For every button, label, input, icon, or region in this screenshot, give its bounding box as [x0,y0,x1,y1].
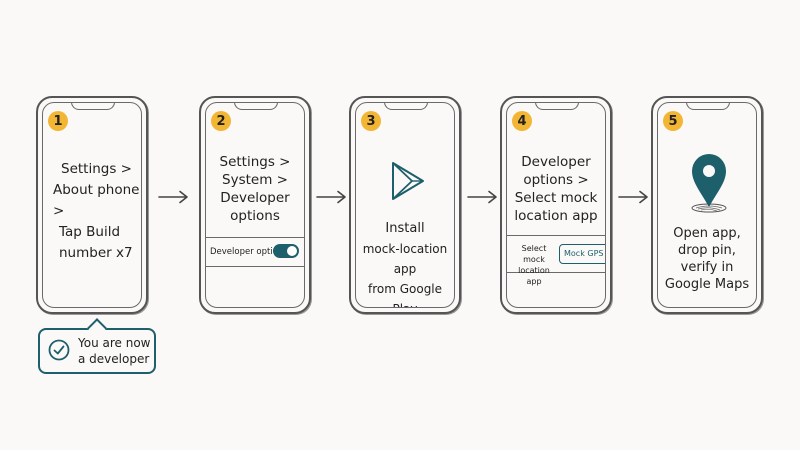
phone-notch [234,103,278,110]
step-line: Developer [220,190,290,206]
map-pin-icon [691,154,727,213]
step-line: Developer [521,154,591,170]
step-line: Settings > [61,161,132,177]
step-badge: 1 [48,111,68,131]
phone-step-5: 5 Open app, drop pin, verify in Google M… [651,96,763,314]
arrow-right-icon [316,190,346,204]
phone-screen: 5 Open app, drop pin, verify in Google M… [657,102,757,308]
arrow-right-icon [467,190,497,204]
mock-location-select[interactable]: Mock GPS [559,244,605,264]
step-text: Settings > About phone > Tap Build numbe… [53,159,141,264]
step-line: number x7 [59,245,133,261]
step-line: Select mock [514,190,598,206]
step-line: drop pin, [678,243,736,258]
step-badge: 2 [211,111,231,131]
step-line: Google Maps [664,277,750,292]
phone-notch [384,103,428,110]
step-text: Settings > System > Developer options [210,153,300,225]
developer-options-row: Developer options [206,237,304,267]
phone-screen: 4 Developer options > Select mock locati… [506,102,606,308]
arrow-right-icon [618,190,648,204]
step-line: Open app, [673,226,741,241]
step-line: mock-location app [362,242,448,276]
play-store-icon [392,162,424,200]
step-line: Install [385,221,425,236]
mock-location-row: Select mock location app Mock GPS [507,235,605,286]
phone-notch [535,103,579,110]
phone-step-3: 3 Install mock-location app from Google … [349,96,461,314]
checkmark-icon [48,339,70,361]
callout-line: You are now [78,336,151,350]
step-badge: 3 [361,111,381,131]
phone-step-2: 2 Settings > System > Developer options … [199,96,311,314]
step-text: Open app, drop pin, verify in Google Map… [662,225,752,293]
phone-screen: 2 Settings > System > Developer options … [205,102,305,308]
toggle-knob [287,246,297,256]
developer-callout: You are now a developer [38,318,156,374]
step-line: options [230,208,280,224]
step-line: About phone > [53,182,140,219]
step-line: options > [523,172,589,188]
toggle-label: Developer options [210,247,288,257]
developer-options-toggle[interactable] [273,244,299,258]
phone-notch [71,103,115,110]
callout-line: a developer [78,352,150,366]
arrow-right-icon [158,190,188,204]
phone-step-4: 4 Developer options > Select mock locati… [500,96,612,314]
step-line: verify in [680,260,734,275]
step-text: Developer options > Select mock location… [511,153,601,225]
step-line: location app [514,208,598,224]
step-line: Settings > [219,154,291,170]
select-label: Select mock location app [518,244,550,286]
callout-text: You are now a developer [78,335,150,367]
step-line: Tap Build [59,224,121,240]
step-badge: 4 [512,111,532,131]
phone-step-1: 1 Settings > About phone > Tap Build num… [36,96,148,314]
step-text: Install mock-location app from Google Pl… [360,219,450,307]
step-line: System > [222,172,288,188]
phone-screen: 3 Install mock-location app from Google … [355,102,455,308]
phone-screen: 1 Settings > About phone > Tap Build num… [42,102,142,308]
step-badge: 5 [663,111,683,131]
step-line: from Google Play [367,282,443,307]
phone-notch [686,103,730,110]
select-value: Mock GPS [564,249,604,258]
